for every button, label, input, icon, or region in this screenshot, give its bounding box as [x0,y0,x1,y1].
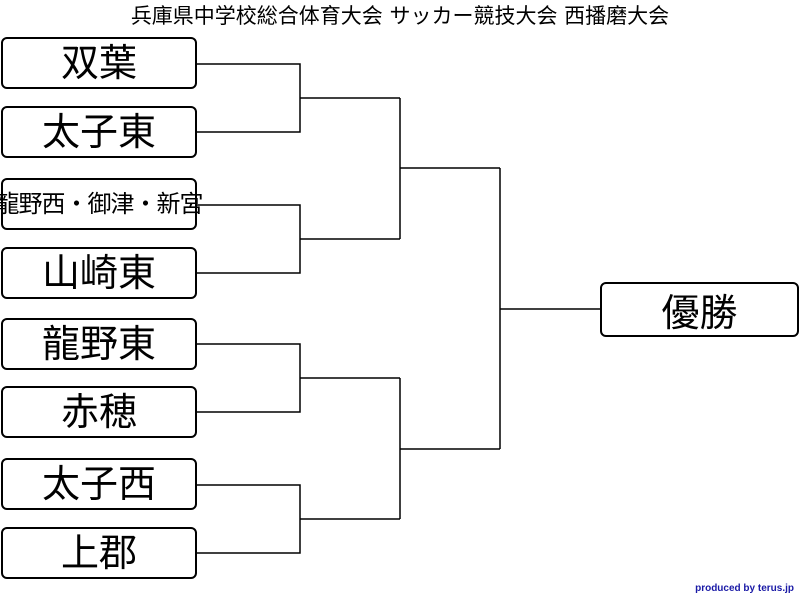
team-slot-1: 双葉 [1,37,197,89]
tournament-title: 兵庫県中学校総合体育大会 サッカー競技大会 西播磨大会 [130,4,670,28]
team-slot-3: 龍野西・御津・新宮 [0,178,204,230]
team-slot-8: 上郡 [1,527,197,579]
team-slot-4: 山崎東 [1,247,197,299]
bracket-line-r1-m1 [197,63,301,133]
bracket-line-r1-m2 [197,204,301,274]
winner-box: 優勝 [600,282,799,337]
team-slot-5: 龍野東 [1,318,197,370]
bracket-line-r1-m4 [197,484,301,554]
credit-link[interactable]: produced by terus.jp [695,583,794,594]
team-slot-2: 太子東 [1,106,197,158]
bracket-line-r1-m3 [197,343,301,413]
team-slot-6: 赤穂 [1,386,197,438]
team-slot-7: 太子西 [1,458,197,510]
